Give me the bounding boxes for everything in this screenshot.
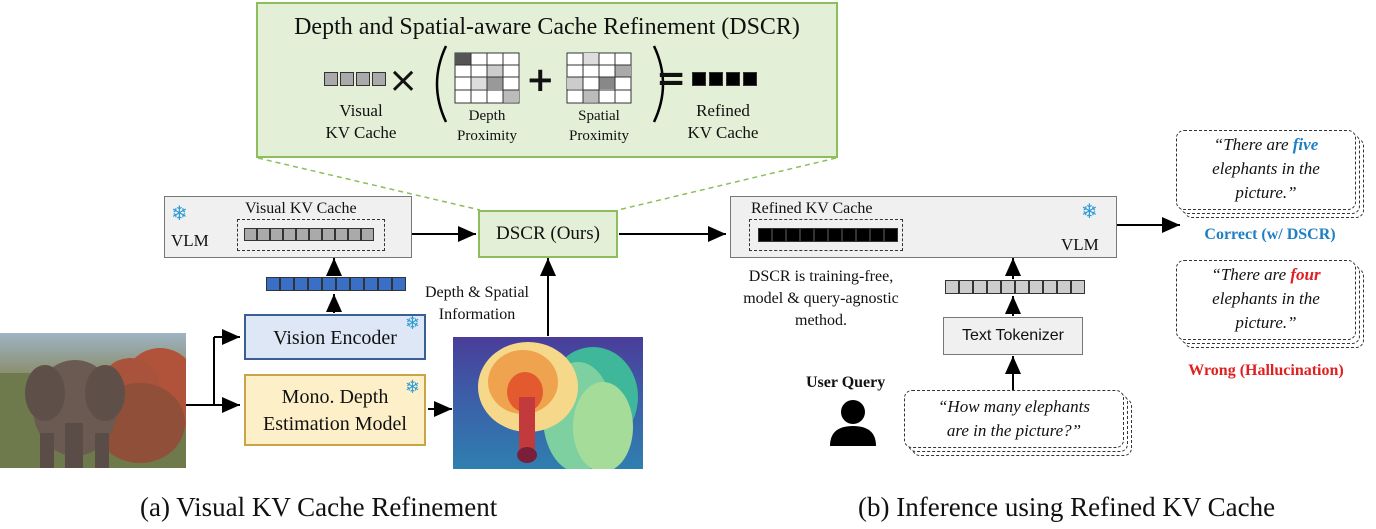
- elephant-photo: [0, 333, 186, 468]
- snowflake-icon: ❄: [171, 201, 188, 225]
- dscr-ours-box: DSCR (Ours): [478, 210, 618, 258]
- vlm-label: VLM: [171, 231, 209, 250]
- dscr-detail-panel: Depth and Spatial-aware Cache Refinement…: [256, 2, 838, 158]
- vlm-label: VLM: [1061, 235, 1099, 254]
- vlm-box-right: Refined KV Cache ❄ VLM: [730, 196, 1117, 258]
- refined-kv-tokens: [758, 228, 898, 242]
- refined-kv-cache-tokens: [692, 72, 757, 86]
- text-tokens: [945, 280, 1085, 294]
- refined-kv-cache-container: [749, 219, 903, 251]
- vision-tokens: [266, 277, 406, 291]
- user-icon: [830, 400, 876, 446]
- visual-kv-tokens: [244, 228, 374, 241]
- depth-estimation-box: Mono. Depth Estimation Model ❄: [244, 374, 426, 446]
- answer-wrong-bubble: “There are four elephants in the picture…: [1176, 260, 1356, 340]
- vlm-box-left: ❄ VLM Visual KV Cache: [164, 196, 412, 258]
- answer-correct-bubble: “There are five elephants in the picture…: [1176, 130, 1356, 210]
- plus-sign: +: [526, 60, 555, 100]
- vision-encoder-box: Vision Encoder ❄: [244, 314, 426, 360]
- visual-kv-cache-label: Visual KV Cache: [325, 101, 397, 142]
- visual-kv-cache-title: Visual KV Cache: [245, 200, 357, 217]
- caption-a: (a) Visual KV Cache Refinement: [140, 492, 498, 522]
- training-free-note: DSCR is training-free, model & query-agn…: [743, 268, 899, 329]
- spatial-proximity-matrix: [566, 52, 632, 109]
- depth-spatial-info-label: Depth & Spatial Information: [425, 284, 529, 323]
- refined-kv-cache-title: Refined KV Cache: [751, 200, 873, 217]
- text-tokenizer-box: Text Tokenizer: [943, 317, 1083, 355]
- wrong-label: Wrong (Hallucination): [1188, 362, 1344, 379]
- snowflake-icon: ❄: [404, 313, 420, 334]
- query-bubble: “How many elephants are in the picture?”: [904, 390, 1124, 448]
- snowflake-icon: ❄: [1081, 199, 1098, 223]
- snowflake-icon: ❄: [404, 377, 420, 398]
- right-paren: [652, 45, 665, 123]
- refined-kv-cache-label: Refined KV Cache: [687, 101, 759, 142]
- correct-label: Correct (w/ DSCR): [1204, 226, 1336, 243]
- dscr-panel-title: Depth and Spatial-aware Cache Refinement…: [294, 14, 800, 40]
- depth-proximity-label: Depth Proximity: [456, 108, 517, 144]
- visual-kv-cache-container: [237, 219, 385, 251]
- equals-sign: =: [656, 58, 687, 99]
- times-sign: ×: [388, 60, 419, 101]
- left-paren: [435, 45, 448, 123]
- spatial-proximity-label: Spatial Proximity: [568, 108, 629, 144]
- depth-proximity-matrix: [454, 52, 520, 109]
- user-query-label: User Query: [806, 374, 886, 391]
- caption-b: (b) Inference using Refined KV Cache: [858, 492, 1276, 522]
- depth-map-image: [453, 337, 643, 469]
- visual-kv-cache-tokens: [324, 72, 386, 86]
